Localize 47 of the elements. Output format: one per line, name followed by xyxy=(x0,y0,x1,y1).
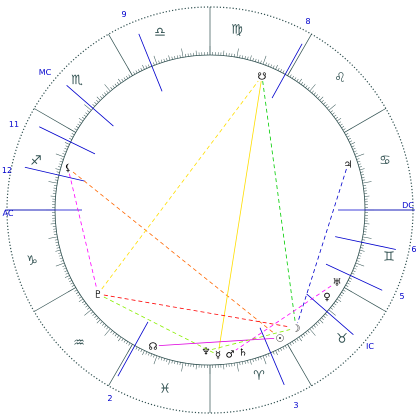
house-label: MC xyxy=(40,68,51,76)
planet-glyph: ♇ xyxy=(96,290,100,298)
house-label: 11 xyxy=(10,121,18,127)
aspect-line xyxy=(211,329,291,350)
planet-glyph: ♃ xyxy=(345,160,351,168)
aspect-line xyxy=(72,172,275,334)
planet-glyph: ⚸ xyxy=(66,164,70,172)
zodiac-sign: ♓ xyxy=(161,383,169,393)
house-label: 8 xyxy=(306,18,310,24)
aspect-line xyxy=(218,80,262,350)
planet-glyph: ☋ xyxy=(258,72,266,80)
zodiac-sign: ♍ xyxy=(232,24,242,36)
aspect-line xyxy=(297,168,347,324)
aspect-line xyxy=(103,296,214,354)
planet-glyph: ♄ xyxy=(240,348,246,356)
zodiac-sign: ♈ xyxy=(254,370,264,380)
house-label: IC xyxy=(366,342,374,350)
house-label: 3 xyxy=(294,402,298,408)
aspect-line xyxy=(68,173,98,290)
house-label: 12 xyxy=(2,167,12,173)
house-label: 2 xyxy=(108,395,112,401)
house-label: 9 xyxy=(122,10,126,18)
zodiac-sign: ♏ xyxy=(72,74,82,86)
zodiac-sign: ♒ xyxy=(74,339,84,345)
zodiac-sign: ♎ xyxy=(155,28,165,36)
planet-glyph: ☽ xyxy=(295,324,300,332)
house-label: 5 xyxy=(400,293,404,299)
planet-glyph: ♀ xyxy=(324,292,330,302)
zodiac-sign: ♐ xyxy=(31,155,41,165)
planet-glyph: ☿ xyxy=(216,350,220,360)
planet-glyph: ♂ xyxy=(226,350,234,358)
aspect-line xyxy=(235,286,332,350)
zodiac-sign: ♋ xyxy=(380,156,390,164)
house-label: AC xyxy=(2,210,14,216)
house-label: DC xyxy=(402,202,414,208)
house-label: 6 xyxy=(412,246,416,252)
aspect-line xyxy=(101,80,259,290)
planet-glyph: ♆ xyxy=(202,347,210,355)
aspect-line xyxy=(262,80,296,324)
planet-glyph: ☉ xyxy=(276,334,284,342)
zodiac-sign: ♌ xyxy=(336,72,344,82)
planet-glyph: ♅ xyxy=(334,278,340,286)
zodiac-sign: ♉ xyxy=(337,333,347,343)
zodiac-sign: ♑ xyxy=(27,255,37,265)
aspect-line xyxy=(158,338,275,346)
planet-glyph: ☊ xyxy=(149,342,157,350)
zodiac-sign: ♊ xyxy=(384,251,394,261)
